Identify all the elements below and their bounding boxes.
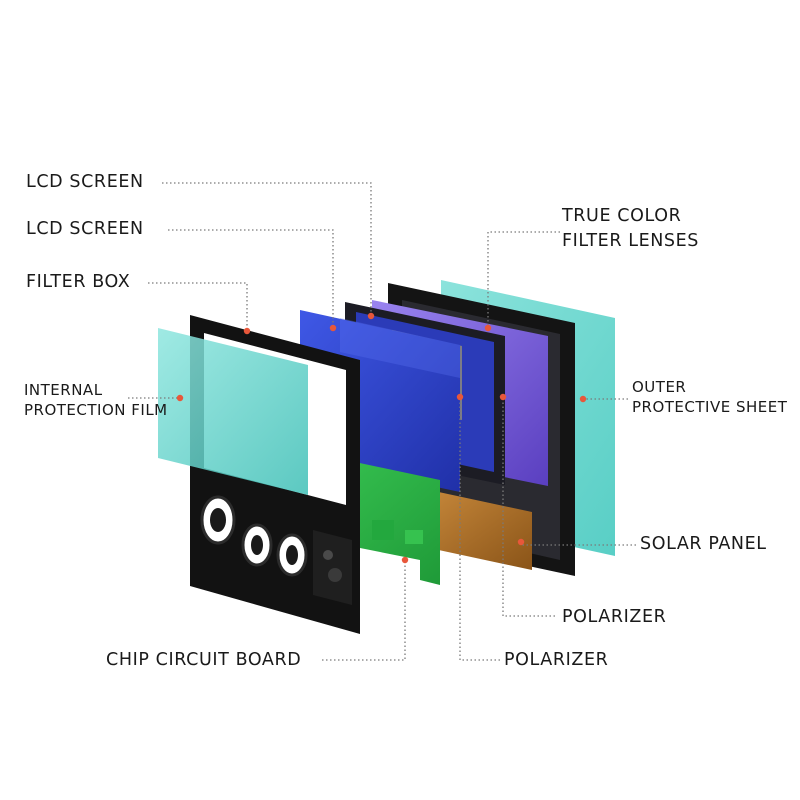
dot-lcd-screen-2 [330,325,336,331]
dot-internal-film [177,395,183,401]
label-polarizer-2: POLARIZER [504,650,608,671]
label-polarizer-1: POLARIZER [562,607,666,628]
dot-true-color [485,325,491,331]
label-solar-panel: SOLAR PANEL [640,534,767,555]
dot-outer-sheet [580,396,586,402]
label-true-color-line2: FILTER LENSES [562,231,699,252]
leader-lcd-screen-1 [162,183,371,314]
label-lcd-screen-1: LCD SCREEN [26,172,144,193]
dot-filter-box [244,328,250,334]
dot-chip-board [402,557,408,563]
label-internal-film-line2: PROTECTION FILM [24,401,168,420]
label-chip-circuit-board: CHIP CIRCUIT BOARD [106,650,301,671]
label-true-color-line1: TRUE COLOR [562,206,681,227]
dot-polarizer-2 [457,394,463,400]
label-outer-sheet-line2: PROTECTIVE SHEET [632,398,787,417]
dot-lcd-screen-1 [368,313,374,319]
label-outer-sheet-line1: OUTER [632,378,686,397]
label-lcd-screen-2: LCD SCREEN [26,219,144,240]
label-filter-box: FILTER BOX [26,272,130,293]
dot-polarizer-1 [500,394,506,400]
label-internal-film-line1: INTERNAL [24,381,103,400]
dot-solar-panel [518,539,524,545]
